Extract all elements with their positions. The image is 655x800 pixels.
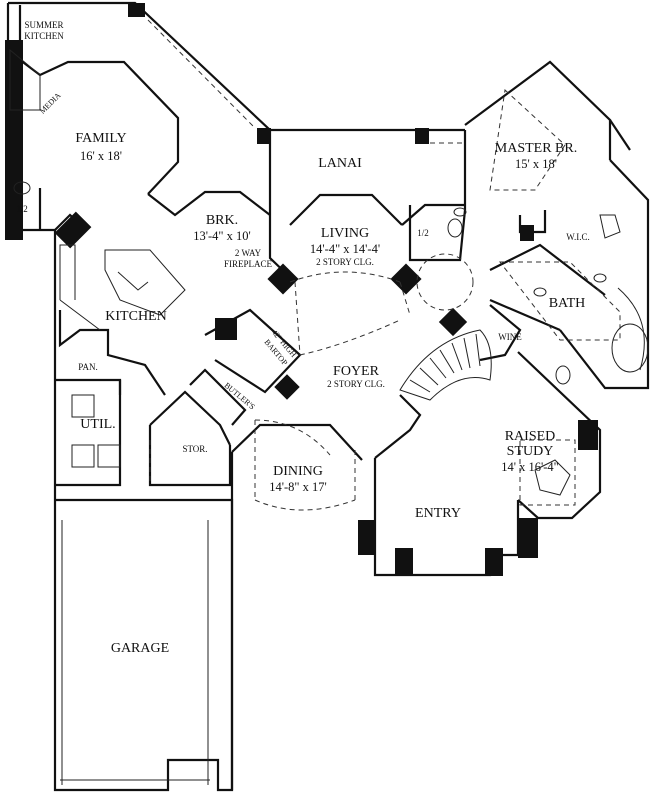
butlers-label: BUTLER'S [223,381,257,412]
foyer-note: 2 STORY CLG. [327,379,385,389]
half-bath-mid-label: 1/2 [417,228,429,238]
kitchen-label: KITCHEN [105,309,166,324]
study-name-2: STUDY [507,444,554,459]
brk-size: 13'-4" x 10' [193,229,251,243]
study-name-1: RAISED [505,429,556,444]
living-size: 14'-4" x 14'-4' [310,242,380,256]
wic-label: W.I.C. [566,232,589,242]
dining-size: 14'-8" x 17' [269,480,327,494]
brk-name: BRK. [206,213,238,228]
summer-kitchen-label-2: KITCHEN [24,31,64,41]
lanai-label: LANAI [318,156,362,171]
family-room-size: 16' x 18' [80,149,122,163]
media-label: MEDIA [38,91,63,116]
fireplace-label-1: 2 WAY [235,248,262,258]
exterior-walls [6,1,650,792]
columns [5,3,598,576]
dining-name: DINING [273,464,323,479]
fireplace-label-2: FIREPLACE [224,259,273,269]
entry-label: ENTRY [415,506,461,521]
fixtures [9,48,649,785]
half-bath-left-label: 1/2 [16,204,28,214]
master-br-size: 15' x 18' [515,157,557,171]
foyer-name: FOYER [333,364,380,379]
dashed-ceiling-lines [147,19,621,511]
summer-kitchen-label-1: SUMMER [24,20,63,30]
study-size: 14' x 16'-4" [501,460,559,474]
living-name: LIVING [321,226,369,241]
master-br-name: MASTER BR. [495,141,577,156]
living-note: 2 STORY CLG. [316,257,374,267]
room-labels: SUMMER KITCHEN MEDIA FAMILY 16' x 18' 1/… [16,20,589,656]
util-label: UTIL. [80,417,115,432]
family-room-name: FAMILY [75,131,126,146]
stor-label: STOR. [182,444,207,454]
pantry-label: PAN. [78,362,97,372]
garage-label: GARAGE [111,641,169,656]
wine-label: WINE [498,332,522,342]
bath-label: BATH [549,296,586,311]
